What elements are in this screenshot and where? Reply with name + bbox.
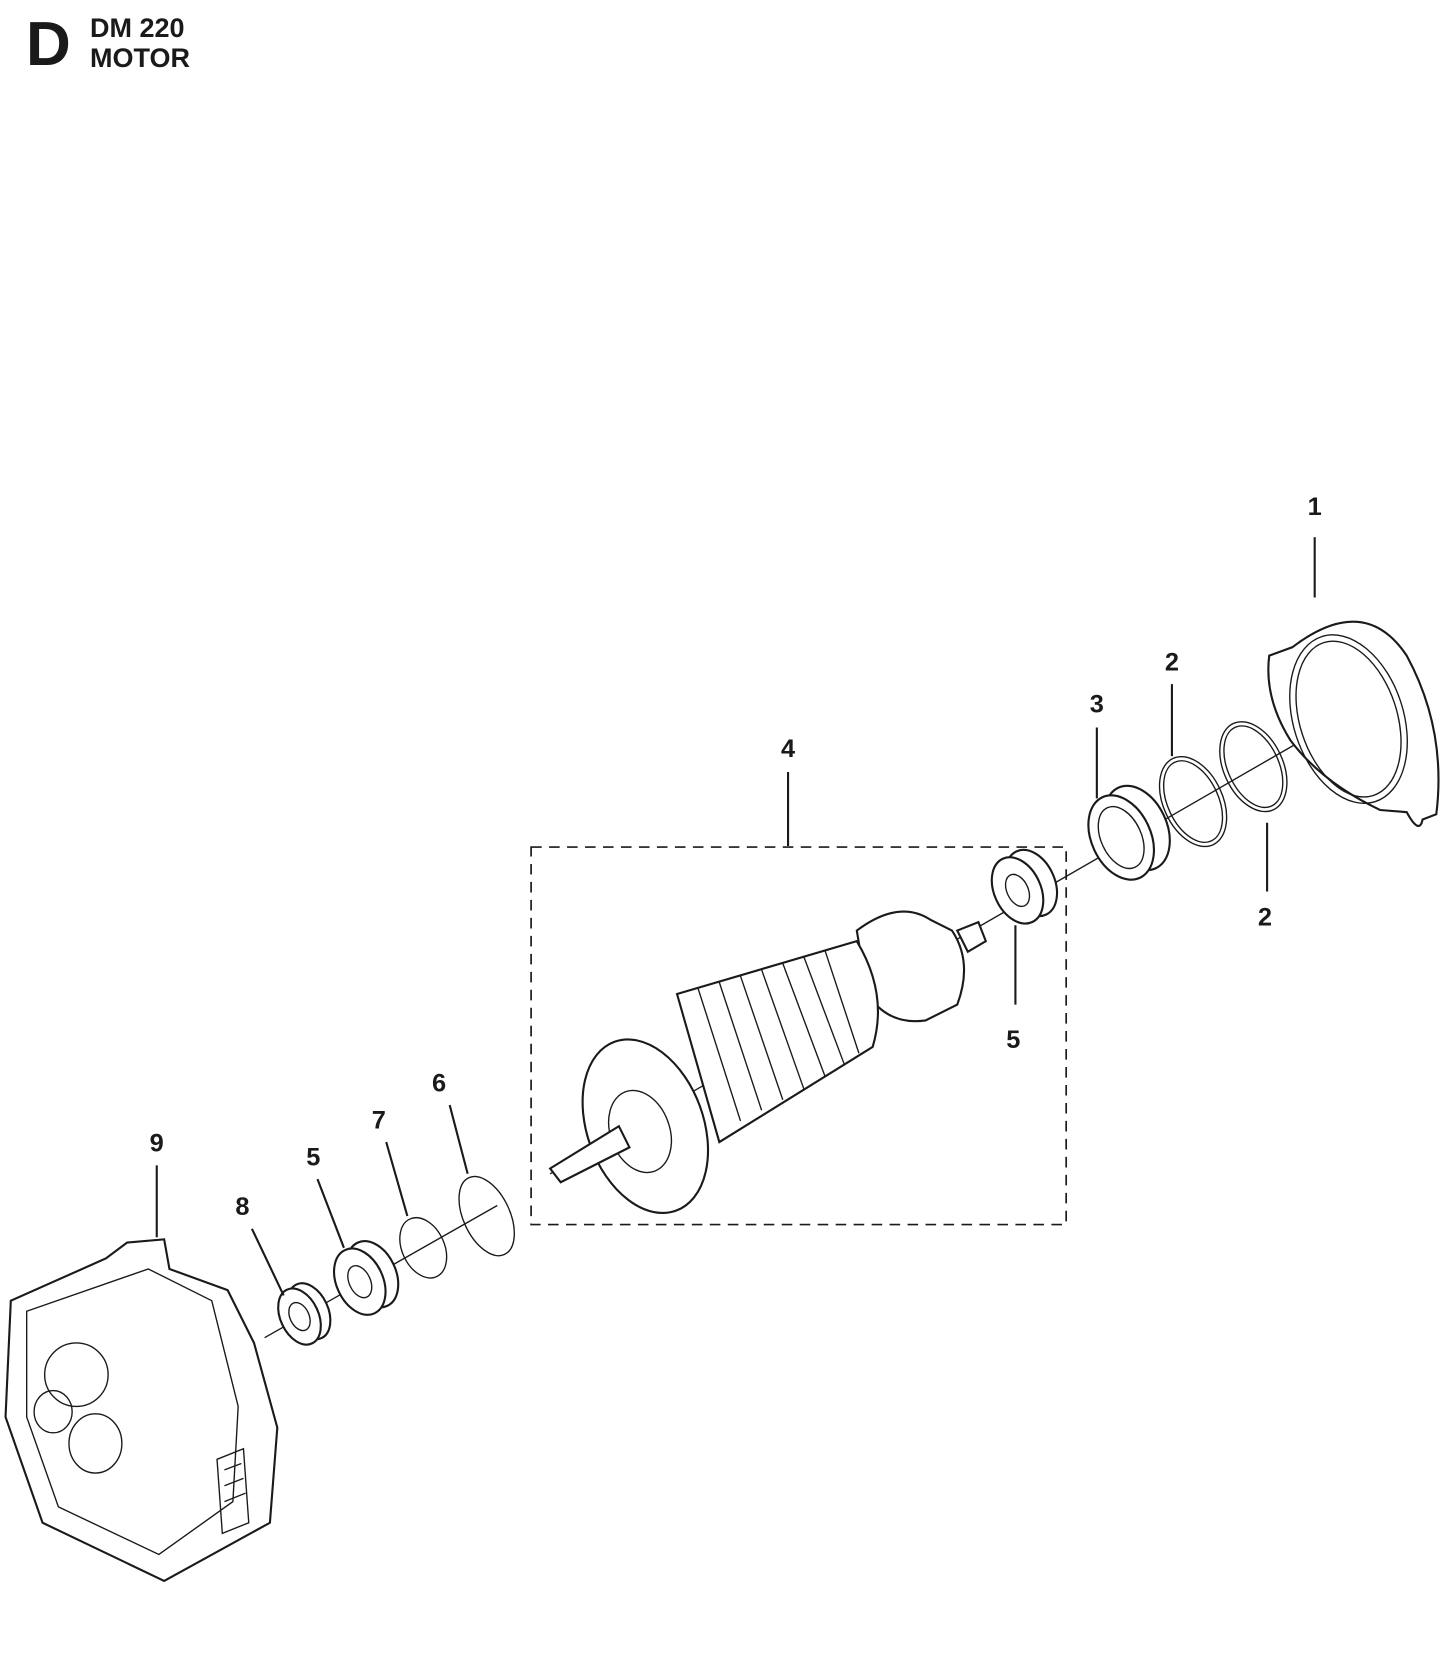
callout-5: 5 (1006, 1026, 1020, 1054)
part-5-ball-bearing-lower (332, 1240, 400, 1316)
part-3-bearing-housing (1087, 784, 1171, 881)
part-8-shaft-seal (277, 1282, 332, 1346)
callout-2: 2 (1258, 903, 1272, 931)
callout-3: 3 (1090, 691, 1104, 719)
armature-group-box (530, 846, 1068, 1226)
part-7-wave-washer (399, 1217, 448, 1279)
callout-6: 6 (432, 1069, 446, 1097)
callout-2: 2 (1165, 648, 1179, 676)
callout-7: 7 (372, 1106, 386, 1134)
callout-4: 4 (781, 735, 795, 763)
part-2-o-rings (1158, 721, 1288, 848)
section-letter: D (26, 10, 71, 79)
model-name: DM 220 (90, 13, 185, 43)
part-1-cover-plate (1267, 620, 1440, 827)
part-4-armature (548, 910, 988, 1215)
page-title: MOTOR (90, 43, 190, 73)
callout-1: 1 (1308, 493, 1322, 521)
leader-lines (155, 537, 1316, 1296)
callout-9: 9 (150, 1130, 164, 1158)
callout-5: 5 (306, 1143, 320, 1171)
part-9-motor-housing (4, 1238, 279, 1583)
callout-8: 8 (235, 1193, 249, 1221)
part-5-ball-bearing-upper (990, 848, 1059, 925)
part-6-circlip (458, 1175, 516, 1257)
